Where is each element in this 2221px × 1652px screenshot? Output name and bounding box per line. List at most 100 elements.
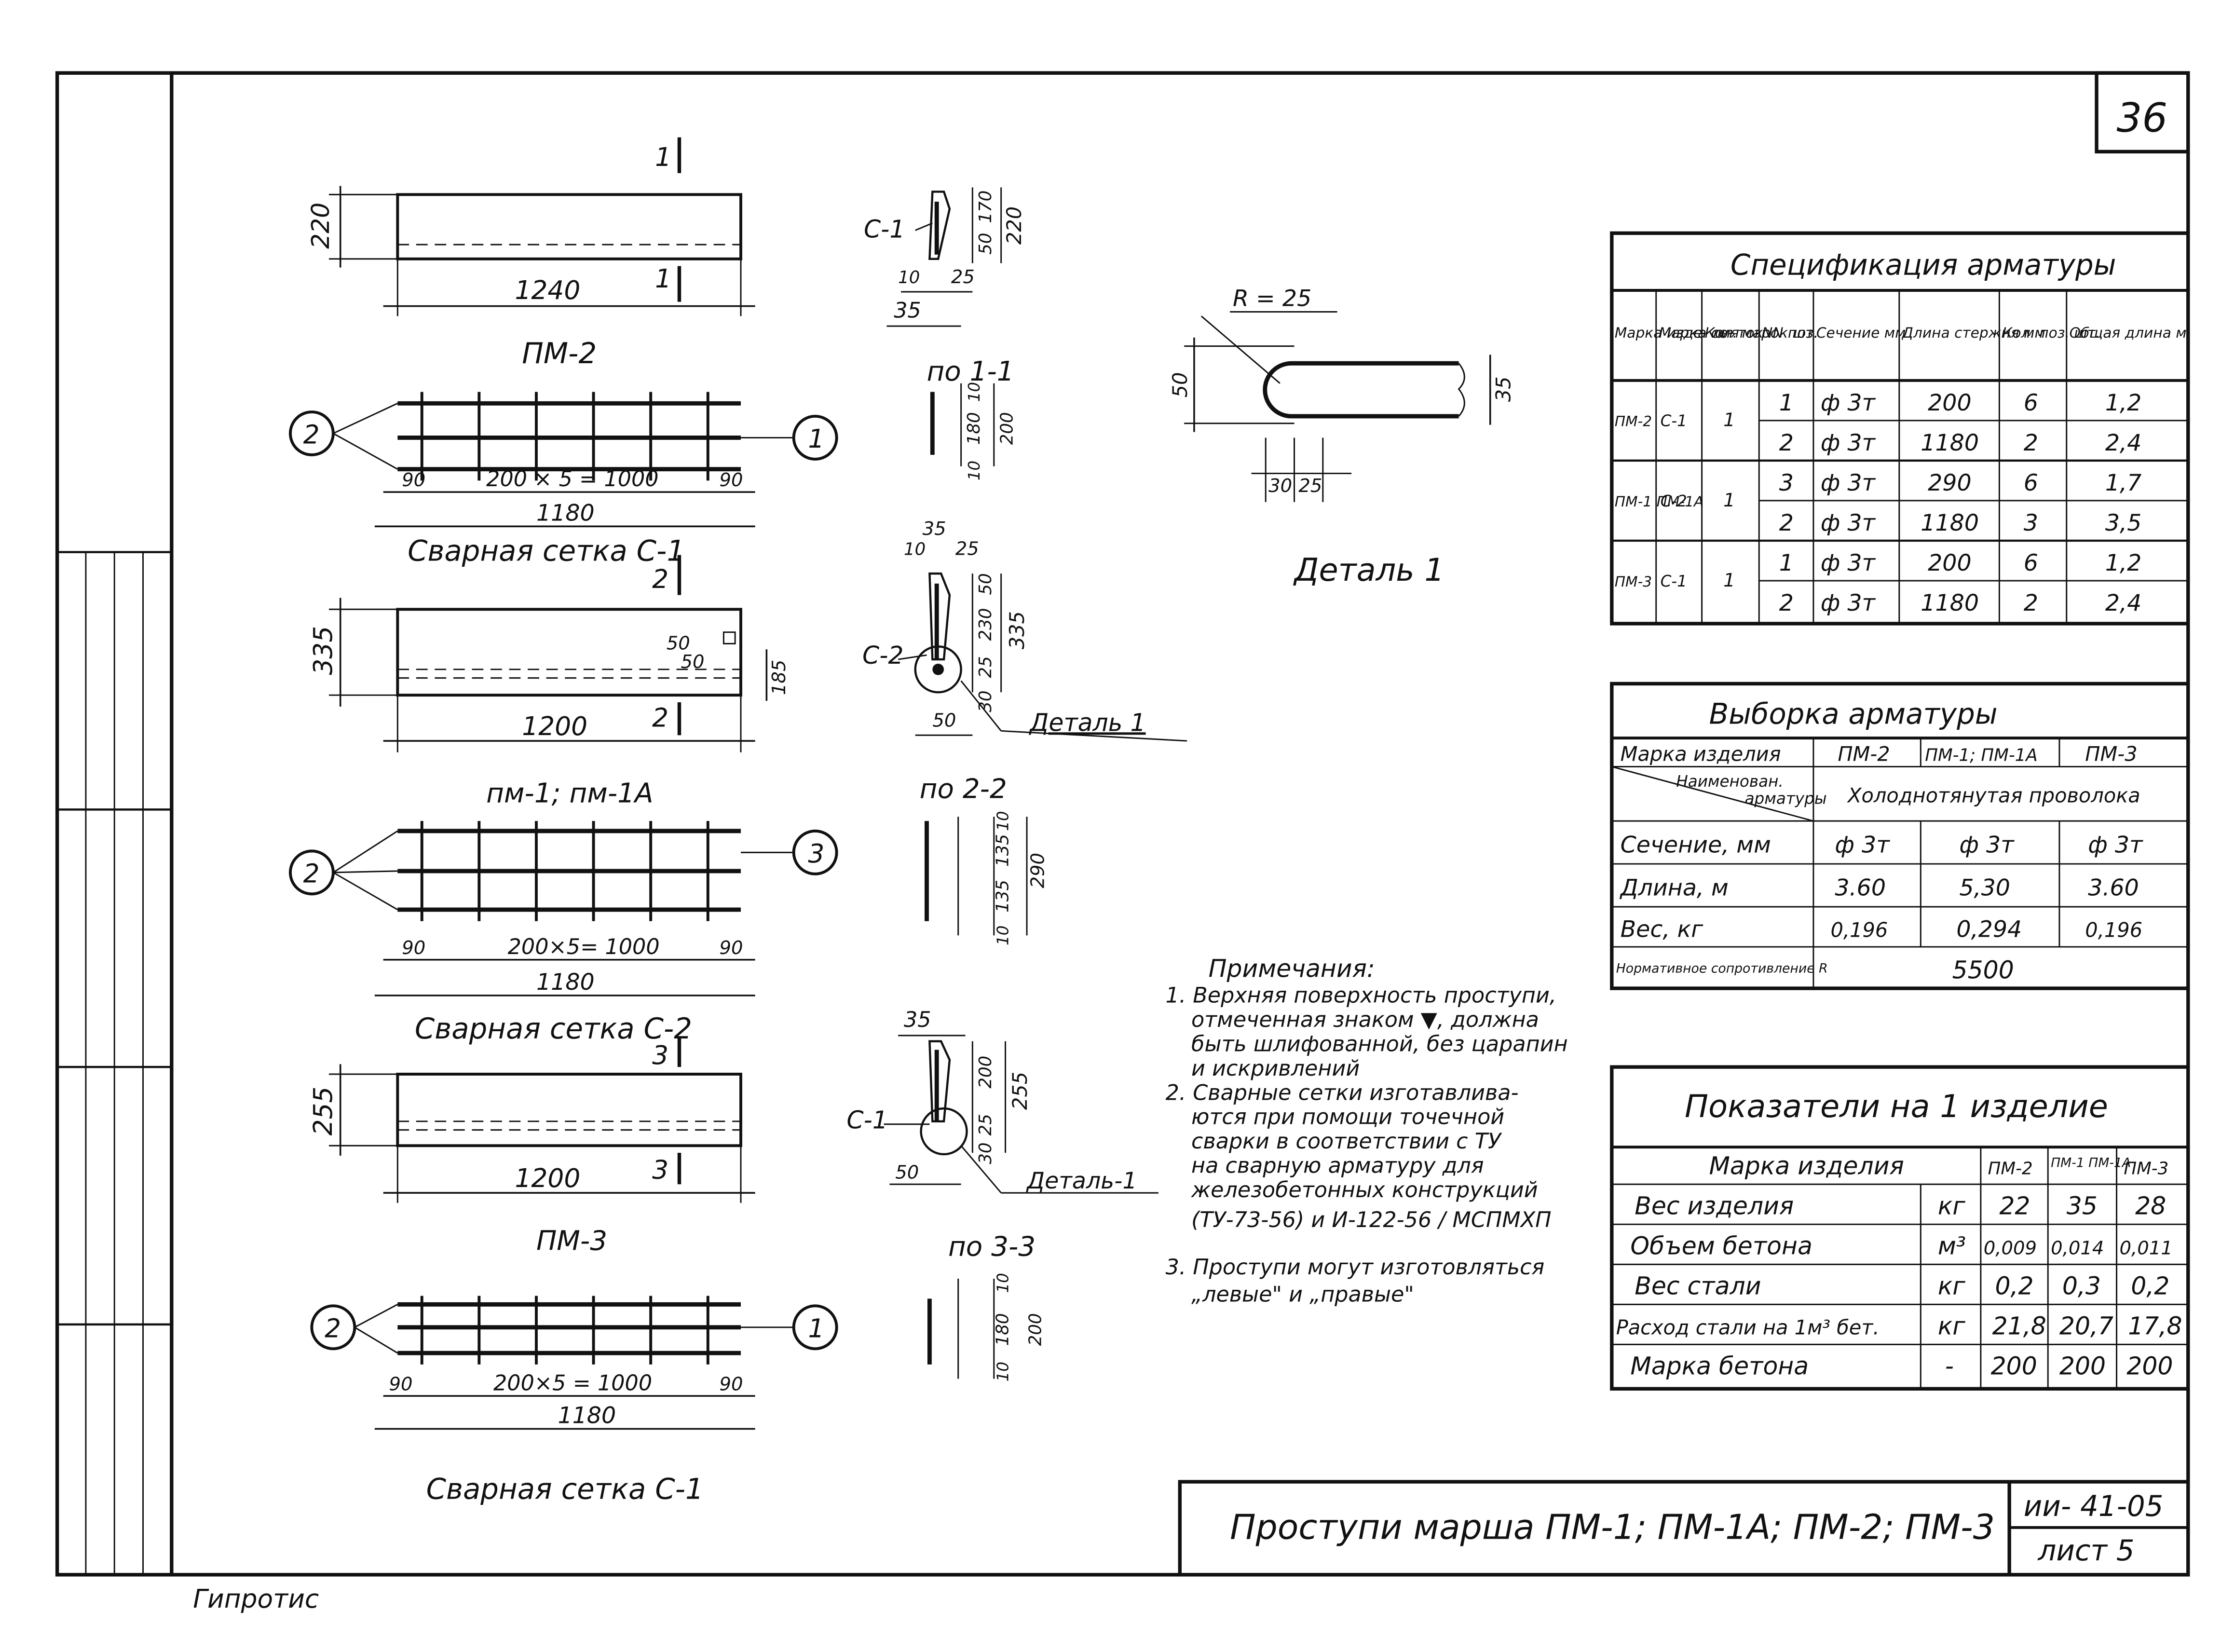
spec-count: 1: [1723, 410, 1735, 431]
pm1-mesh-spacing: 200×5= 1000: [508, 935, 660, 959]
section-3: 35 С-1 200 255 25 30 50 Деталь-1 по 3-3 …: [846, 1008, 1158, 1381]
pm1-width-dim: 1200: [522, 711, 587, 741]
pm3-mesh-right: 90: [720, 1373, 743, 1395]
pm1-mesh-left: 90: [402, 937, 425, 959]
spec-cell: 1: [1779, 390, 1794, 416]
s2-detail-ref: Деталь 1: [1029, 708, 1146, 737]
pm3-bubble-right-label: 1: [808, 1313, 824, 1344]
pm2-mesh-name: Сварная сетка С-1: [408, 534, 685, 567]
selection-cell: 0,196: [2085, 918, 2142, 942]
s2-title: по 2-2: [920, 774, 1007, 805]
pm3-height-dim: 255: [308, 1087, 338, 1136]
pm2-mesh-total: 1180: [536, 500, 595, 526]
pm2-view: 220 1240 1 1 ПМ-2: [306, 137, 755, 370]
detail-d30: 30: [1268, 475, 1292, 497]
s2-d335: 335: [1005, 611, 1029, 649]
pm3-mesh-name: Сварная сетка С-1: [426, 1473, 704, 1506]
note-line: (ТУ-73-56) и И-122-56 / МСПМХП: [1191, 1208, 1552, 1232]
spec-cell: 2: [1779, 590, 1794, 616]
s1-d50: 50: [976, 233, 995, 255]
s3-d30: 30: [976, 1142, 995, 1164]
indicator-value: 20,7: [2059, 1312, 2113, 1340]
spec-mesh: С-2: [1661, 492, 1687, 510]
selection-name-b: арматуры: [1745, 790, 1827, 808]
spec-product: ПМ-1 ПМ-1А: [1615, 493, 1704, 510]
selection-row-label: Длина, м: [1620, 874, 1729, 901]
spec-cell: 2: [1779, 510, 1794, 536]
mesh-c1-top: 2 1 90 200 × 5 = 1000 90 1180 Сварная се…: [288, 392, 838, 567]
indicator-label: Вес стали: [1635, 1272, 1761, 1300]
sheet-label: лист 5: [2037, 1534, 2134, 1567]
spec-cell: 2,4: [2105, 430, 2141, 456]
s3-d200: 200: [976, 1056, 995, 1089]
s2-mark: С-2: [862, 641, 903, 669]
pm2-cut-top: 1: [655, 142, 671, 172]
s3-mark: С-1: [846, 1106, 887, 1134]
detail-d50: 50: [1168, 372, 1192, 398]
s3-r10: 10: [994, 1273, 1012, 1293]
s1-d220: 220: [1002, 206, 1026, 245]
indicator-unit: кг: [1938, 1272, 1965, 1300]
spec-cell: 2: [2024, 430, 2038, 456]
pm1-mesh-right: 90: [720, 937, 743, 959]
note-line: на сварную арматуру для: [1191, 1154, 1484, 1178]
detail-d35: 35: [1491, 376, 1515, 402]
spec-cell: 2,4: [2105, 590, 2141, 616]
spec-cell: ф 3т: [1821, 430, 1876, 456]
selection-mark: ПМ-2: [1838, 742, 1890, 766]
selection-cell: 0,294: [1956, 916, 2022, 942]
s2-d25: 25: [955, 538, 979, 560]
indicator-unit: кг: [1938, 1312, 1965, 1340]
spec-cell: 3: [2024, 510, 2038, 536]
spec-cell: 2: [1779, 430, 1794, 456]
indicator-value: 0,2: [2131, 1272, 2169, 1300]
indicators-mark-label: Марка изделия: [1709, 1152, 1904, 1180]
detail-radius: R = 25: [1233, 286, 1311, 312]
s1-mark: С-1: [864, 215, 905, 243]
selection-row-label: Вес, кг: [1621, 916, 1704, 942]
indicator-value: 35: [2067, 1192, 2098, 1220]
selection-cell: ф 3т: [1959, 832, 2015, 858]
spec-cell: 2: [2024, 590, 2038, 616]
spec-cell: 1,2: [2105, 550, 2141, 576]
selection-mark: ПМ-3: [2085, 742, 2137, 766]
pm1-height-dim: 335: [308, 626, 338, 675]
drawing-title: Проступи марша ПМ-1; ПМ-1А; ПМ-2; ПМ-3: [1230, 1507, 1995, 1547]
notes: Примечания: 1. Верхняя поверхность прост…: [1166, 954, 1568, 1307]
spec-cell: 1180: [1921, 510, 1979, 536]
note-line: 2. Сварные сетки изготавлива-: [1166, 1080, 1519, 1105]
s2-d50b: 50: [932, 710, 956, 731]
spec-head: Сечение мм: [1816, 324, 1906, 341]
pm2-cut-bottom: 1: [655, 263, 671, 294]
selection-name-a: Наименован.: [1676, 772, 1784, 791]
pm3-mesh-left: 90: [389, 1373, 413, 1395]
mesh-c1-bottom: 2 1 90 200×5 = 1000 90 1180 Сварная сетк…: [310, 1296, 838, 1506]
indicators-table: Показатели на 1 изделие Марка изделия ПМ…: [1610, 1065, 2190, 1391]
spec-cell: 1180: [1921, 430, 1979, 456]
pm2-height-dim: 220: [306, 203, 335, 249]
organization-stamp: Гипротис: [193, 1584, 319, 1614]
spec-cell: ф 3т: [1821, 550, 1876, 576]
pm3-bubble-left-label: 2: [325, 1313, 341, 1344]
pm3-cut-top: 3: [652, 1040, 668, 1070]
indicator-value: 200: [2126, 1352, 2173, 1380]
indicator-value: 0,2: [1995, 1272, 2033, 1300]
indicator-value: 21,8: [1992, 1312, 2046, 1340]
s2-d25b: 25: [976, 656, 995, 678]
notes-title: Примечания:: [1209, 954, 1375, 983]
pm3-view: 255 1200 3 3 ПМ-3: [308, 1038, 755, 1257]
spec-product: ПМ-2: [1615, 413, 1652, 430]
selection-cell: ф 3т: [1835, 832, 1890, 858]
s2-d10: 10: [904, 540, 926, 560]
s2-r10: 10: [994, 811, 1012, 831]
s3-d25: 25: [976, 1114, 995, 1135]
spec-cell: 1: [1779, 550, 1794, 576]
spec-head: Длина стержня мм: [1901, 324, 2045, 341]
spec-cell: ф 3т: [1821, 470, 1876, 496]
s2-r10b: 10: [994, 926, 1012, 946]
spec-head: Общая длина м: [2070, 324, 2187, 341]
spec-cell: 200: [1928, 550, 1972, 576]
spec-cell: 6: [2024, 390, 2038, 416]
pm1-cut-top: 2: [652, 564, 668, 594]
sheet-frame: 36: [55, 71, 2190, 1577]
